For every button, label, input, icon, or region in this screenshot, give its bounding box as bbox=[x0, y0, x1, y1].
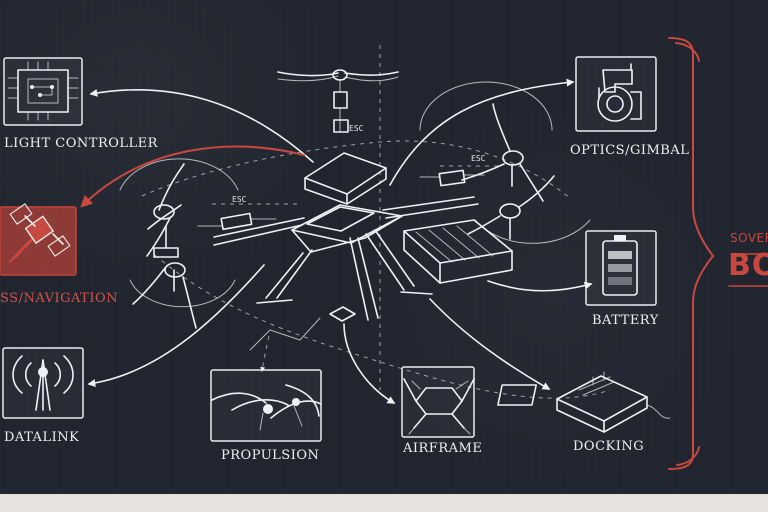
airframe-icon bbox=[402, 367, 474, 437]
datalink-module bbox=[2, 347, 84, 419]
side-heading-line-1: SOVER bbox=[730, 231, 768, 245]
optics-label: OPTICS/GIMBAL bbox=[570, 143, 690, 158]
navigation-label: SS/NAVIGATION bbox=[0, 291, 119, 306]
top-esc-label: ESC bbox=[349, 124, 364, 133]
satellite-icon bbox=[0, 207, 76, 275]
construction-lines bbox=[119, 45, 611, 399]
airframe-module bbox=[401, 366, 475, 438]
camera-gimbal-icon bbox=[576, 57, 656, 131]
battery-icon bbox=[586, 231, 656, 305]
propulsion-module bbox=[210, 369, 322, 442]
navigation-module bbox=[0, 203, 77, 276]
propulsion-label: PROPULSION bbox=[221, 448, 320, 463]
right-esc-label: ESC bbox=[471, 154, 486, 163]
battery-module bbox=[585, 230, 657, 306]
propeller-icon bbox=[211, 370, 321, 441]
optics-module bbox=[575, 56, 657, 132]
docking-module bbox=[497, 371, 671, 433]
side-bracket bbox=[668, 37, 768, 470]
datalink-label: DATALINK bbox=[4, 430, 80, 445]
flight-controller-module bbox=[3, 57, 83, 126]
circuit-board-icon bbox=[4, 58, 82, 125]
flight-controller-label: LIGHT CONTROLLER bbox=[4, 136, 158, 151]
docking-label: DOCKING bbox=[573, 439, 645, 454]
side-heading-line-2: BO bbox=[728, 248, 768, 283]
battery-label: BATTERY bbox=[592, 313, 659, 328]
drone-drawing bbox=[132, 69, 555, 329]
antenna-icon bbox=[3, 348, 83, 418]
airframe-label: AIRFRAME bbox=[403, 441, 483, 456]
left-esc-label: ESC bbox=[232, 195, 247, 204]
connector-arrows bbox=[80, 78, 593, 404]
docking-station-icon bbox=[557, 376, 670, 432]
